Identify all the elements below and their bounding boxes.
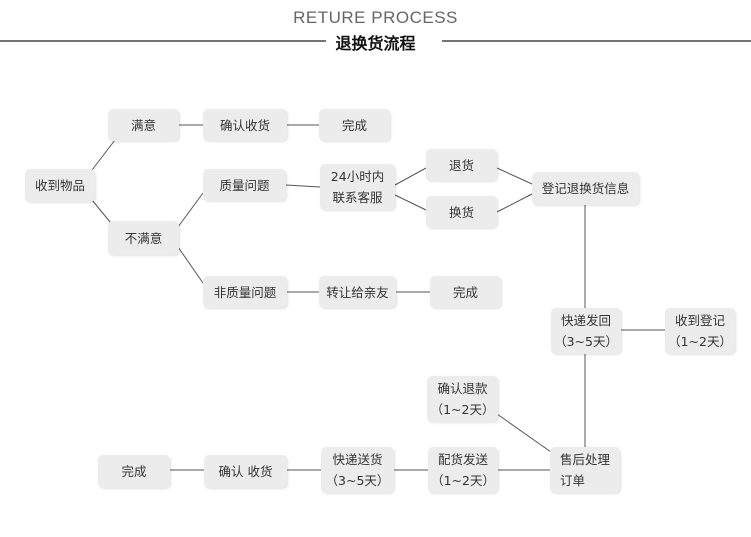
node-confirm-refund: 确认退款 （1~2天） bbox=[427, 376, 498, 422]
title-english: RETURE PROCESS bbox=[293, 8, 458, 27]
node-satisfied: 满意 bbox=[108, 109, 179, 141]
received-reg-line1: 收到登记 bbox=[675, 313, 726, 328]
edge-exchange-register bbox=[496, 193, 533, 213]
express-deliver-line1: 快递送货 bbox=[332, 452, 383, 467]
edge-unsatisfied-nonquality bbox=[177, 246, 204, 284]
express-deliver-line2: （3~5天） bbox=[325, 473, 390, 488]
node-non-quality-issue: 非质量问题 bbox=[203, 276, 287, 308]
contact-cs-line1: 24小时内 bbox=[330, 169, 385, 184]
edge-refund-aftersale bbox=[496, 413, 552, 453]
node-express-deliver: 快递送货 （3~5天） bbox=[321, 447, 394, 493]
ship-goods-line2: （1~2天） bbox=[431, 473, 495, 488]
confirm-refund-line2: （1~2天） bbox=[430, 402, 495, 417]
node-quality-issue: 质量问题 bbox=[203, 169, 286, 201]
node-contact-cs: 24小时内联系客服 bbox=[320, 164, 395, 210]
node-done-mid: 完成 bbox=[430, 276, 501, 308]
node-not-satisfied: 不满意 bbox=[108, 221, 179, 255]
after-sale-line1: 售后处理 bbox=[559, 452, 610, 467]
node-received-registration: 收到登记 （1~2天） bbox=[665, 308, 735, 354]
title-chinese: 退换货流程 bbox=[0, 30, 751, 54]
ship-goods-line1: 配货发送 bbox=[438, 452, 489, 467]
received-reg-line2: （1~2天） bbox=[668, 334, 732, 349]
edge-contact-exchange bbox=[394, 194, 427, 211]
node-receive-goods: 收到物品 bbox=[25, 169, 95, 202]
node-confirm-receipt-top: 确认收货 bbox=[203, 109, 287, 141]
edge-receive-satisfied bbox=[91, 139, 116, 171]
node-ship-goods: 配货发送 （1~2天） bbox=[428, 447, 498, 493]
node-return: 退货 bbox=[426, 149, 497, 181]
node-express-back: 快递发回 （3~5天） bbox=[551, 308, 621, 354]
node-done-top: 完成 bbox=[319, 109, 390, 141]
contact-cs-line2: 联系客服 bbox=[332, 190, 383, 205]
node-done-bottom: 完成 bbox=[98, 455, 170, 488]
edge-unsatisfied-quality bbox=[177, 192, 204, 228]
node-transfer-friend: 转让给亲友 bbox=[319, 276, 396, 308]
edge-return-register bbox=[496, 167, 533, 185]
express-back-line1: 快递发回 bbox=[561, 313, 612, 328]
node-exchange: 换货 bbox=[426, 196, 497, 228]
express-back-line2: （3~5天） bbox=[554, 334, 618, 349]
node-register-info: 登记退换货信息 bbox=[532, 172, 639, 205]
edge-contact-return bbox=[394, 167, 427, 186]
title-chinese-text: 退换货流程 bbox=[323, 34, 428, 53]
edge-quality-contact bbox=[285, 184, 321, 188]
node-after-sale-order: 售后处理订单 bbox=[550, 447, 620, 493]
confirm-refund-line1: 确认退款 bbox=[437, 381, 488, 396]
node-confirm-receipt-bottom: 确认 收货 bbox=[204, 455, 287, 488]
after-sale-line2: 订单 bbox=[559, 473, 585, 488]
